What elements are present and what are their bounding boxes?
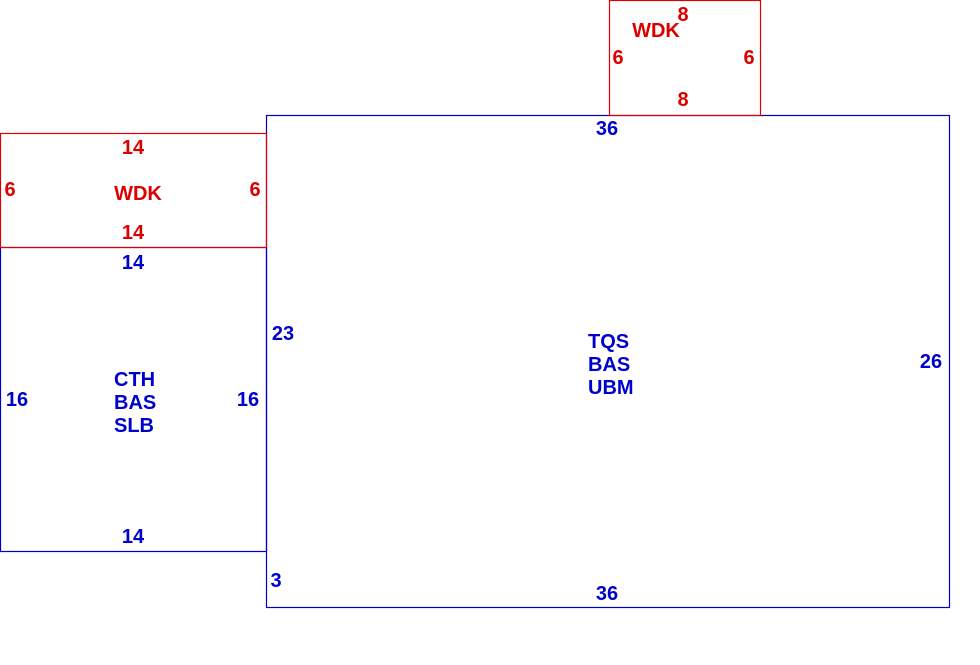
top-deck-code: WDK <box>632 20 680 42</box>
main-house-code-2: BAS <box>588 354 630 376</box>
main-house-left-upper-dimension: 23 <box>272 323 294 345</box>
left-deck-left-dimension: 6 <box>4 179 15 201</box>
side-wing-code-3: SLB <box>114 415 154 437</box>
top-deck-left-dimension: 6 <box>612 47 623 69</box>
left-deck-code: WDK <box>114 183 162 205</box>
main-house-bottom-dimension: 36 <box>596 583 618 605</box>
main-house-left-lower-dimension: 3 <box>270 570 281 592</box>
main-house-top-dimension: 36 <box>596 118 618 140</box>
top-deck-bottom-dimension: 8 <box>677 89 688 111</box>
top-deck-outline <box>608 0 762 117</box>
main-house-code-3: UBM <box>588 377 634 399</box>
side-wing-left-dimension: 16 <box>6 389 28 411</box>
top-deck-top-dimension: 8 <box>677 4 688 26</box>
main-house-code-1: TQS <box>588 331 629 353</box>
side-wing-code-2: BAS <box>114 392 156 414</box>
top-deck-right-dimension: 6 <box>743 47 754 69</box>
left-deck-right-dimension: 6 <box>249 179 260 201</box>
side-wing-bottom-dimension: 14 <box>122 526 145 548</box>
side-wing-code-1: CTH <box>114 369 155 391</box>
side-wing-top-dimension: 14 <box>122 252 145 274</box>
left-deck-bottom-dimension: 14 <box>122 222 145 244</box>
left-deck-outline <box>0 132 268 249</box>
left-deck-top-dimension: 14 <box>122 137 145 159</box>
side-wing-right-dimension: 16 <box>237 389 259 411</box>
main-house-right-dimension: 26 <box>920 351 942 373</box>
